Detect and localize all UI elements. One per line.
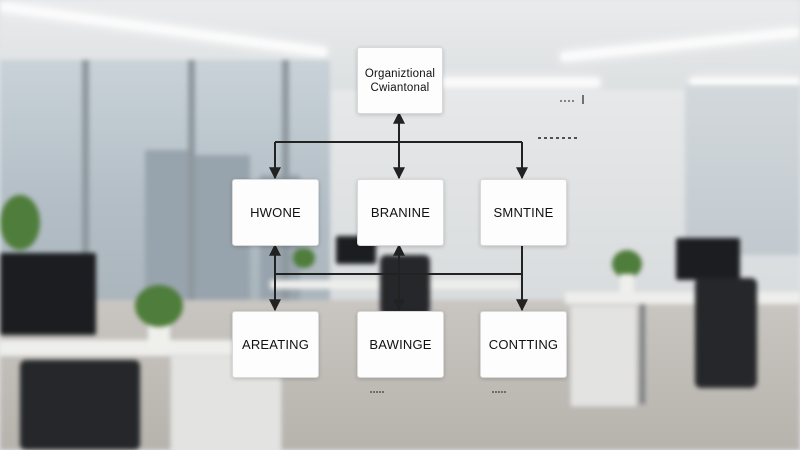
desk-leg xyxy=(640,304,645,404)
node-label: SMNTINE xyxy=(493,205,554,220)
node-tier1-left: HWONE xyxy=(232,179,319,246)
office-chair xyxy=(20,360,140,450)
building xyxy=(145,150,190,310)
window-frame xyxy=(82,60,89,310)
right-window xyxy=(685,85,800,255)
window-frame xyxy=(188,60,195,310)
node-label: HWONE xyxy=(250,205,301,220)
node-root: Organiztional Cwiantonal xyxy=(357,47,443,114)
office-chair xyxy=(695,278,757,388)
node-tier2-right: CONTTING xyxy=(480,311,567,378)
plant xyxy=(135,285,183,327)
office-chair xyxy=(380,255,430,315)
desk xyxy=(0,340,240,356)
node-label: BRANINE xyxy=(370,205,431,220)
file-cabinet xyxy=(570,305,637,407)
node-tier1-center: BRANINE xyxy=(357,179,444,246)
plant-pot xyxy=(148,322,170,348)
node-root-line1: Organiztional xyxy=(364,67,436,80)
plant xyxy=(0,195,40,250)
node-tier2-left: AREATING xyxy=(232,311,319,378)
monitor xyxy=(676,238,740,280)
ceiling-light xyxy=(690,78,800,87)
node-label: CONTTING xyxy=(488,337,559,352)
ceiling-light xyxy=(430,78,600,87)
node-root-label: Organiztional Cwiantonal xyxy=(365,67,435,95)
node-root-line2: Cwiantonal xyxy=(370,81,430,94)
plant xyxy=(612,250,642,278)
node-label: BAWINGE xyxy=(369,337,432,352)
plant-pot xyxy=(620,274,634,292)
plant xyxy=(293,248,315,268)
node-tier2-center: BAWINGE xyxy=(357,311,444,378)
node-label: AREATING xyxy=(241,337,310,352)
node-tier1-right: SMNTINE xyxy=(480,179,567,246)
monitor xyxy=(0,253,96,335)
